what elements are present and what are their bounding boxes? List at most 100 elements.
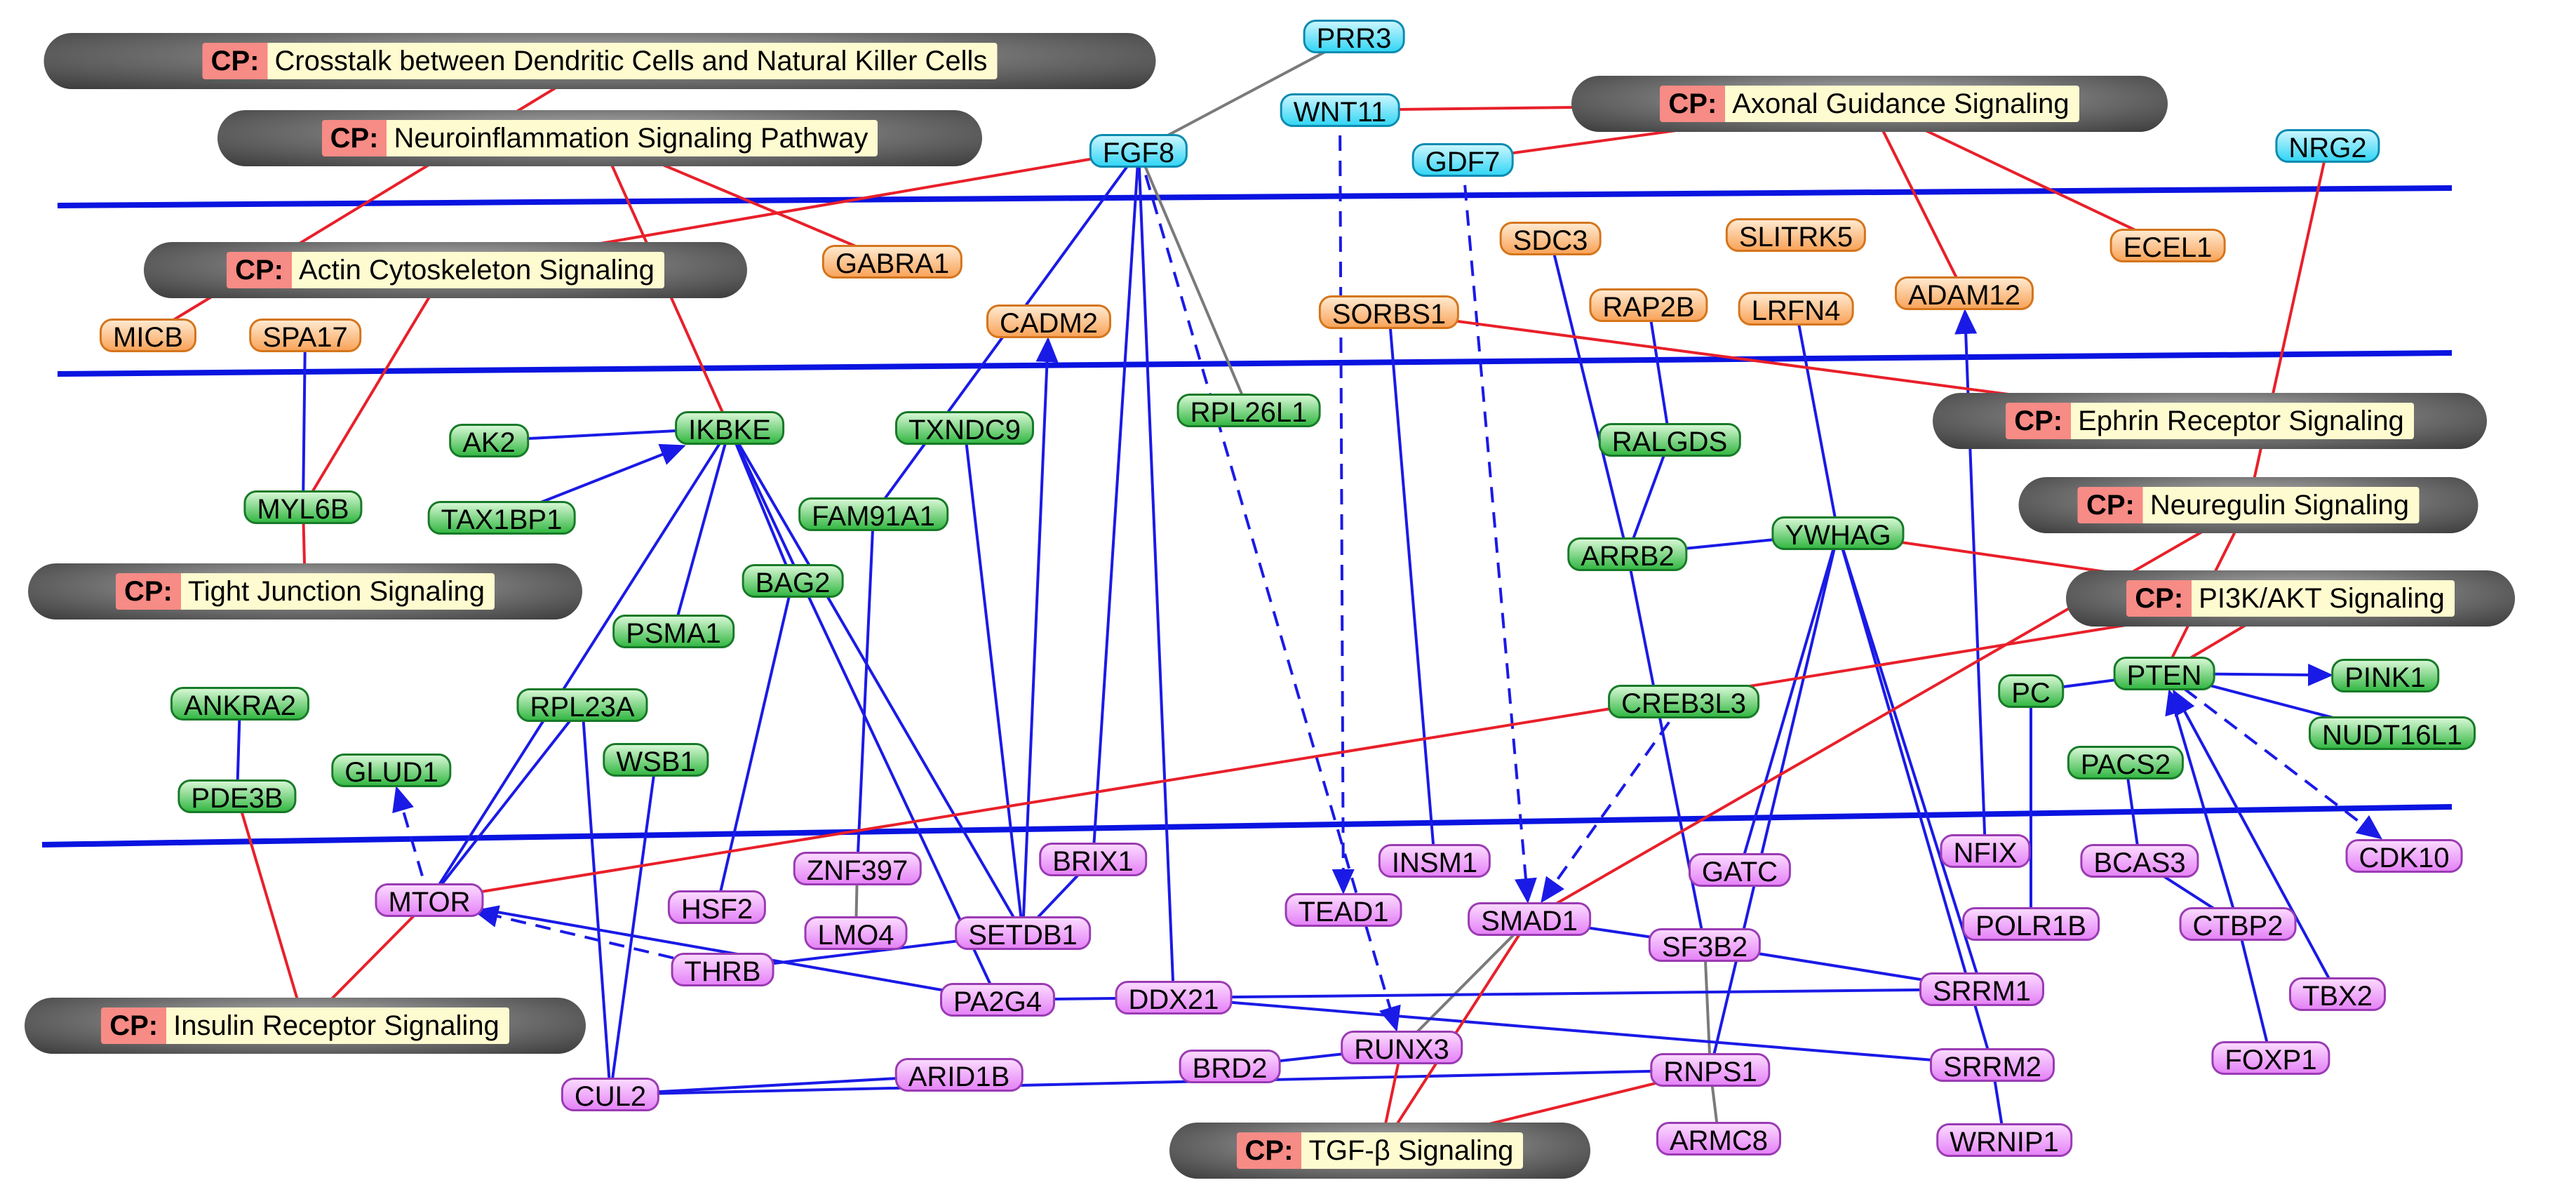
gene-node-micb[interactable]: MICB <box>100 319 196 353</box>
gene-node-rpl26l1[interactable]: RPL26L1 <box>1176 394 1321 428</box>
pathway-label-box: CP:Neuregulin Signaling <box>2077 487 2420 523</box>
gene-node-gabra1[interactable]: GABRA1 <box>821 245 963 279</box>
gene-node-sdc3[interactable]: SDC3 <box>1499 222 1602 256</box>
gene-node-brd2[interactable]: BRD2 <box>1179 1050 1281 1084</box>
edge-solid-ywhag-srrm1 <box>1837 533 1983 990</box>
gene-node-bag2[interactable]: BAG2 <box>742 564 844 598</box>
membrane-line-plasma <box>57 350 2453 377</box>
gene-node-rpl23a[interactable]: RPL23A <box>516 688 648 723</box>
gene-node-thrb[interactable]: THRB <box>671 953 774 987</box>
gene-node-myl6b[interactable]: MYL6B <box>243 490 363 525</box>
gene-node-ecel1[interactable]: ECEL1 <box>2109 229 2226 263</box>
gene-node-setdb1[interactable]: SETDB1 <box>955 916 1091 951</box>
gene-node-pink1[interactable]: PINK1 <box>2331 659 2439 693</box>
gene-node-slitrk5[interactable]: SLITRK5 <box>1725 218 1867 253</box>
gene-node-txndc9[interactable]: TXNDC9 <box>894 411 1035 446</box>
edge-weak-fgf8-rpl26l1 <box>1137 150 1250 411</box>
edge-solid-cul2-rnps1 <box>610 1069 1711 1096</box>
gene-node-rnps1[interactable]: RNPS1 <box>1650 1053 1771 1087</box>
gene-node-glud1[interactable]: GLUD1 <box>331 754 452 788</box>
pathway-neuregulin[interactable]: CP:Neuregulin Signaling <box>2018 477 2478 533</box>
gene-node-wsb1[interactable]: WSB1 <box>603 743 709 777</box>
gene-node-tax1bp1[interactable]: TAX1BP1 <box>427 501 576 535</box>
gene-node-nfix[interactable]: NFIX <box>1940 834 2031 869</box>
gene-node-fgf8[interactable]: FGF8 <box>1089 134 1188 168</box>
gene-node-gatc[interactable]: GATC <box>1688 853 1792 888</box>
gene-node-ctbp2[interactable]: CTBP2 <box>2179 907 2297 942</box>
gene-node-spa17[interactable]: SPA17 <box>249 319 361 353</box>
pathway-prefix: CP: <box>2077 487 2143 523</box>
pathway-label-box: CP:Actin Cytoskeleton Signaling <box>227 252 664 288</box>
edge-dashed-wnt11-tead1 <box>1331 109 1355 895</box>
pathway-name: Insulin Receptor Signaling <box>166 1007 509 1044</box>
gene-node-runx3[interactable]: RUNX3 <box>1341 1031 1463 1065</box>
gene-node-creb3l3[interactable]: CREB3L3 <box>1608 685 1759 719</box>
gene-node-psma1[interactable]: PSMA1 <box>612 615 734 649</box>
gene-node-sorbs1[interactable]: SORBS1 <box>1318 295 1460 330</box>
gene-node-tead1[interactable]: TEAD1 <box>1284 893 1402 928</box>
gene-node-rap2b[interactable]: RAP2B <box>1589 288 1708 323</box>
gene-node-pc[interactable]: PC <box>1998 674 2064 709</box>
gene-node-ralgds[interactable]: RALGDS <box>1598 423 1741 457</box>
gene-node-lmo4[interactable]: LMO4 <box>804 916 908 951</box>
pathway-tgf[interactable]: CP:TGF-β Signaling <box>1169 1123 1590 1179</box>
gene-node-wnt11[interactable]: WNT11 <box>1280 93 1400 128</box>
gene-node-ak2[interactable]: AK2 <box>449 424 529 458</box>
pathway-label-box: CP:Crosstalk between Dendritic Cells and… <box>202 43 998 79</box>
pathway-prefix: CP: <box>321 120 387 156</box>
pathway-prefix: CP: <box>115 573 181 610</box>
gene-node-smad1[interactable]: SMAD1 <box>1468 902 1591 937</box>
pathway-crosstalk[interactable]: CP:Crosstalk between Dendritic Cells and… <box>43 33 1156 89</box>
gene-node-cadm2[interactable]: CADM2 <box>986 304 1112 339</box>
gene-node-srrm2[interactable]: SRRM2 <box>1929 1048 2055 1083</box>
gene-node-znf397[interactable]: ZNF397 <box>793 852 922 886</box>
edge-solid-fgf8-ddx21 <box>1137 150 1175 998</box>
pathway-prefix: CP: <box>2126 580 2192 617</box>
edge-arrow-tbx2-pten <box>2173 689 2339 995</box>
gene-node-adam12[interactable]: ADAM12 <box>1894 276 2034 311</box>
gene-node-arrb2[interactable]: ARRB2 <box>1567 537 1688 572</box>
gene-node-bcas3[interactable]: BCAS3 <box>2080 844 2199 878</box>
gene-node-lrfn4[interactable]: LRFN4 <box>1738 292 1854 326</box>
gene-node-arid1b[interactable]: ARID1B <box>894 1058 1024 1092</box>
pathway-tight[interactable]: CP:Tight Junction Signaling <box>28 563 582 620</box>
gene-node-fam91a1[interactable]: FAM91A1 <box>798 497 948 532</box>
pathway-pi3k[interactable]: CP:PI3K/AKT Signaling <box>2066 570 2515 627</box>
gene-node-insm1[interactable]: INSM1 <box>1378 844 1491 878</box>
edge-dashed-thrb-mtor <box>473 905 723 971</box>
edge-weak-sf3b2-rnps1 <box>1703 944 1712 1071</box>
gene-node-ankra2[interactable]: ANKRA2 <box>170 687 310 721</box>
pathway-prefix: CP: <box>101 1007 167 1044</box>
gene-node-armc8[interactable]: ARMC8 <box>1656 1122 1782 1156</box>
edge-solid-rpl23a-cul2 <box>581 704 612 1095</box>
gene-node-tbx2[interactable]: TBX2 <box>2288 977 2387 1012</box>
gene-node-polr1b[interactable]: POLR1B <box>1962 907 2100 942</box>
gene-node-cdk10[interactable]: CDK10 <box>2345 839 2463 873</box>
gene-node-sf3b2[interactable]: SF3B2 <box>1648 928 1762 963</box>
gene-node-foxp1[interactable]: FOXP1 <box>2211 1041 2330 1076</box>
gene-node-gdf7[interactable]: GDF7 <box>1411 143 1514 178</box>
gene-node-cul2[interactable]: CUL2 <box>561 1078 660 1112</box>
pathway-neuroinflam[interactable]: CP:Neuroinflammation Signaling Pathway <box>217 110 982 166</box>
pathway-label-box: CP:Ephrin Receptor Signaling <box>2006 403 2414 439</box>
gene-node-nrg2[interactable]: NRG2 <box>2275 129 2380 163</box>
gene-node-pa2g4[interactable]: PA2G4 <box>940 983 1055 1017</box>
gene-node-nudt16l1[interactable]: NUDT16L1 <box>2308 716 2476 751</box>
gene-node-prr3[interactable]: PRR3 <box>1303 20 1405 54</box>
gene-node-pde3b[interactable]: PDE3B <box>177 779 297 814</box>
gene-node-wrnip1[interactable]: WRNIP1 <box>1936 1123 2072 1158</box>
gene-node-ywhag[interactable]: YWHAG <box>1771 516 1905 551</box>
gene-node-pacs2[interactable]: PACS2 <box>2067 746 2185 780</box>
gene-node-pten[interactable]: PTEN <box>2113 657 2215 691</box>
gene-node-ddx21[interactable]: DDX21 <box>1115 981 1233 1015</box>
gene-node-srrm1[interactable]: SRRM1 <box>1919 972 2045 1007</box>
pathway-name: Actin Cytoskeleton Signaling <box>291 252 664 288</box>
gene-node-brix1[interactable]: BRIX1 <box>1039 843 1147 877</box>
gene-node-hsf2[interactable]: HSF2 <box>667 890 767 925</box>
gene-node-ikbke[interactable]: IKBKE <box>675 411 784 446</box>
pathway-axonal[interactable]: CP:Axonal Guidance Signaling <box>1571 76 2168 132</box>
gene-node-mtor[interactable]: MTOR <box>375 883 484 918</box>
pathway-actin[interactable]: CP:Actin Cytoskeleton Signaling <box>144 242 747 298</box>
pathway-ephrin[interactable]: CP:Ephrin Receptor Signaling <box>1933 393 2487 449</box>
pathway-insulin[interactable]: CP:Insulin Receptor Signaling <box>25 998 586 1054</box>
